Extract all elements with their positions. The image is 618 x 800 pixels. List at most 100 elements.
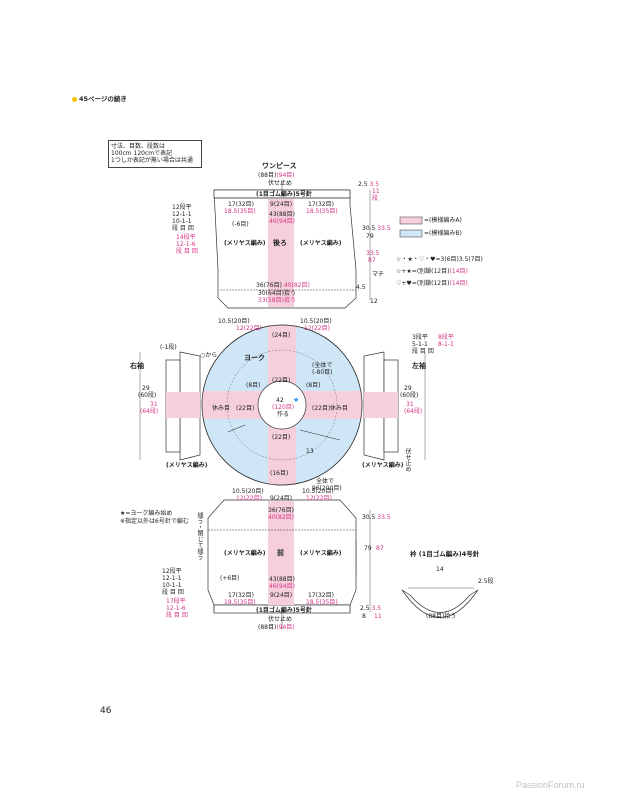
back-width-total: (88目)(94目) — [258, 172, 295, 179]
collar-width: 14 — [436, 566, 444, 573]
yoke-center-pk: (120目) — [272, 404, 295, 411]
right-sleeve-rows: (-1段) — [160, 344, 177, 351]
front-label: 前 — [277, 549, 284, 557]
size-note-line1: 寸法、目数、段数は — [111, 143, 166, 150]
front-rows2: 8 — [362, 613, 366, 620]
back-stockinette-right: (メリヤス編み) — [300, 240, 342, 247]
left-sleeve-note1-pk: 8段平 — [438, 334, 454, 341]
legend-symbols3: ♡+♥=(別鎖(12目)(14目) — [396, 280, 468, 287]
front-right-top-pk: 12(22目) — [306, 495, 332, 502]
size-note-box — [108, 140, 202, 168]
yoke-decrease-2: (-80目) — [312, 369, 333, 376]
back-label: 後ろ — [273, 239, 287, 247]
legend-symbols1: ☆・★・♡・♥=3(6目)3.5(7目) — [396, 256, 483, 263]
front-stockinette-left: (メリヤス編み) — [224, 550, 266, 557]
yoke-note-line1: ★=ヨーク編み始め — [120, 510, 173, 517]
yoke-n8-right: (8目) — [306, 382, 321, 389]
front-center-top: 9(24目) — [270, 495, 293, 502]
back-gusset-rows: 12 — [370, 298, 378, 305]
front-note6: 12-1-6 — [166, 605, 186, 612]
collar-title: 衿 (1目ゴム編み)4号針 — [410, 550, 480, 558]
front-width-total: (88目)(94目) — [258, 624, 295, 631]
back-mid-pk: 46(94目) — [269, 218, 295, 225]
yoke-rest-left: 休み目 — [212, 405, 231, 412]
left-sleeve-bind: 伏せ止め — [404, 448, 411, 472]
right-sleeve-len: 29 — [142, 385, 150, 392]
back-rows2: 11 — [372, 188, 380, 195]
right-sleeve-from: ○から — [200, 352, 218, 359]
legend-swatch-pink — [399, 216, 423, 225]
size-note-line3: 1つしか表記が無い場合は共通 — [111, 157, 193, 164]
yoke-center-note: 作る — [277, 411, 290, 418]
back-bottom: 36(76目) 40(82目) — [256, 282, 310, 289]
front-side-text: 縫う・閉じて縫う — [196, 512, 203, 560]
yoke-note-line2: ※指定以外は6号針で編む — [120, 518, 189, 525]
yoke-n16-bottom: (16目) — [270, 470, 289, 477]
back-side-left: 17(32目) — [228, 201, 254, 208]
left-sleeve-note2-pk: 8-1-1 — [438, 341, 454, 348]
back-center: 9(24目) — [270, 201, 293, 208]
yoke-left-top: 10.5(20目) — [218, 318, 250, 325]
right-sleeve-stockinette: (メリヤス編み) — [166, 462, 208, 469]
yoke-center: 42 — [276, 397, 284, 404]
front-left-top-pk: 12(22目) — [236, 495, 262, 502]
legend-symbols2: ☆+★=(別鎖(12目)(14目) — [396, 268, 468, 275]
back-dec-note1: 12段平 — [172, 204, 192, 211]
back-rows3: 段 — [372, 195, 379, 202]
back-dec-note4: 段 目 回 — [172, 225, 194, 232]
back-side-right-pk: 18.5(35目) — [306, 208, 338, 215]
yoke-rest-right: 休み目 — [330, 405, 349, 412]
left-sleeve-note1: 3段平 — [412, 334, 428, 341]
left-sleeve-len-pk: 31 — [406, 401, 414, 408]
back-mid: 43(88目) — [269, 211, 295, 218]
front-note2: 12-1-1 — [162, 575, 182, 582]
back-gusset: マチ — [372, 271, 385, 278]
yoke-n22-top: (22目) — [272, 377, 291, 384]
back-dec-note7: 段 目 回 — [176, 248, 198, 255]
yoke-n8-left: (8目) — [246, 382, 261, 389]
back-len-rows: 79 — [366, 233, 374, 240]
yoke-n22-left: (22目) — [236, 405, 255, 412]
yoke-total-1: 全体で — [316, 478, 335, 485]
legend-pattern-b: =(模様編みB) — [424, 230, 462, 237]
front-rib: (1目ゴム編み)5号針 — [256, 607, 312, 614]
right-sleeve-len2: (60段) — [138, 392, 157, 399]
front-rows2-pk: 11 — [374, 613, 382, 620]
left-sleeve-note2: 5-1-1 — [412, 341, 428, 348]
collar-pickup: (88目)拾う — [426, 613, 457, 620]
back-len-pk: 33.5 — [366, 250, 380, 257]
front-note5: 17段平 — [166, 598, 186, 605]
front-mid-pk: 46(94目) — [269, 583, 295, 590]
right-sleeve-len-pk: 31 — [150, 401, 158, 408]
header-bullet — [72, 97, 77, 102]
front-right-top: 10.5(20目) — [302, 488, 334, 495]
back-stockinette-left: (メリヤス編み) — [224, 240, 266, 247]
front-note1: 12段平 — [162, 568, 182, 575]
left-sleeve-len: 29 — [404, 385, 412, 392]
front-center-bottom: 9(24目) — [270, 592, 293, 599]
back-bind-off: 伏せ止め — [268, 180, 293, 187]
yoke-n22-right: (22目) — [312, 405, 331, 412]
back-rib: (1目ゴム編み)5号針 — [256, 191, 312, 198]
yoke-total-2: 96(200目) — [312, 485, 342, 492]
back-decrease: (-6目) — [232, 221, 249, 228]
yoke-center-top: (24目) — [272, 332, 291, 339]
front-center-stripe — [268, 501, 294, 605]
back-side-left-pk: 18.5(35目) — [224, 208, 256, 215]
back-pickup: 30(64目)拾う — [258, 290, 296, 297]
front-note7: 段 目 回 — [166, 612, 188, 619]
yoke-label: ヨーク — [244, 354, 265, 362]
legend-pattern-a: =(模様編みA) — [424, 217, 462, 224]
yoke-left-top-pk: 12(22目) — [236, 325, 262, 332]
size-note-line2: 100cm 120cmで表記 — [111, 150, 173, 157]
front-len-rows-pk: 87 — [376, 545, 384, 552]
front-note3: 10-1-1 — [162, 582, 182, 589]
left-sleeve-title: 左袖 — [412, 362, 426, 370]
front-stockinette-right: (メリヤス編み) — [300, 550, 342, 557]
page-number: 46 — [100, 706, 112, 716]
back-dec-note6: 12-1-6 — [176, 241, 196, 248]
watermark: PassionForum.ru — [516, 780, 585, 790]
left-sleeve-note3: 段 目 回 — [412, 348, 434, 355]
front-side-left: 17(32目) — [228, 592, 254, 599]
